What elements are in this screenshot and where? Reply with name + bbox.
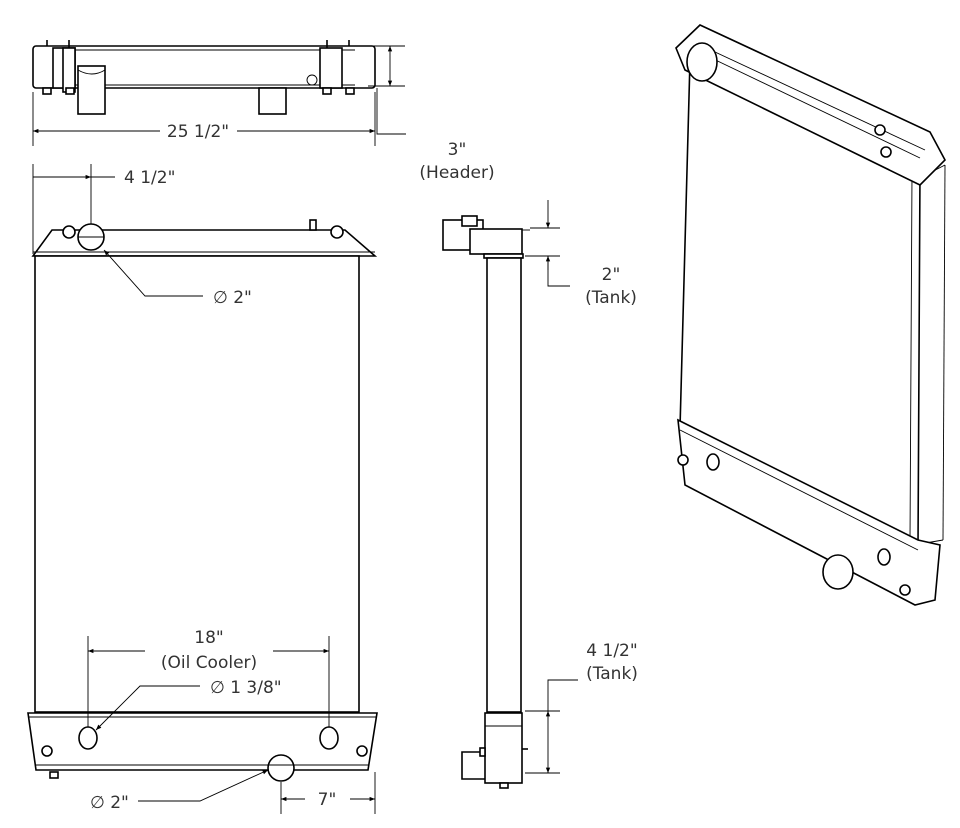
oil-cooler-diameter-label: ∅ 1 3/8" [210, 678, 282, 698]
inlet-diameter-label: ∅ 2" [213, 288, 252, 308]
side-view [442, 215, 530, 789]
header-height-label: 3" [448, 140, 467, 160]
outlet-callout: ∅ 2" 7" [90, 769, 376, 814]
front-view [27, 219, 378, 782]
oil-cooler-dimension: 18" (Oil Cooler) ∅ 1 3/8" [87, 628, 330, 731]
top-width-dimension: 25 1/2" [32, 92, 376, 146]
inlet-offset-label: 4 1/2" [124, 168, 175, 188]
top-view [32, 40, 376, 115]
outlet-offset-label: 7" [318, 790, 337, 810]
oil-cooler-caption: (Oil Cooler) [161, 653, 257, 673]
header-height-dimension: 3" (Header) [368, 45, 495, 183]
width-label: 25 1/2" [167, 122, 229, 142]
outlet-diameter-label: ∅ 2" [90, 793, 129, 813]
inlet-offset-dimension: 4 1/2" [32, 164, 175, 254]
header-caption: (Header) [419, 163, 494, 183]
bottom-tank-label: 4 1/2" [586, 641, 637, 661]
top-tank-caption: (Tank) [585, 288, 637, 308]
top-tank-label: 2" [602, 265, 621, 285]
bottom-tank-dimension: 4 1/2" (Tank) [525, 641, 638, 774]
inlet-diameter-callout: ∅ 2" [103, 249, 252, 308]
oil-cooler-spacing-label: 18" [194, 628, 223, 648]
isometric-view [675, 24, 946, 606]
top-tank-dimension: 2" (Tank) [525, 200, 637, 308]
bottom-tank-caption: (Tank) [586, 664, 638, 684]
